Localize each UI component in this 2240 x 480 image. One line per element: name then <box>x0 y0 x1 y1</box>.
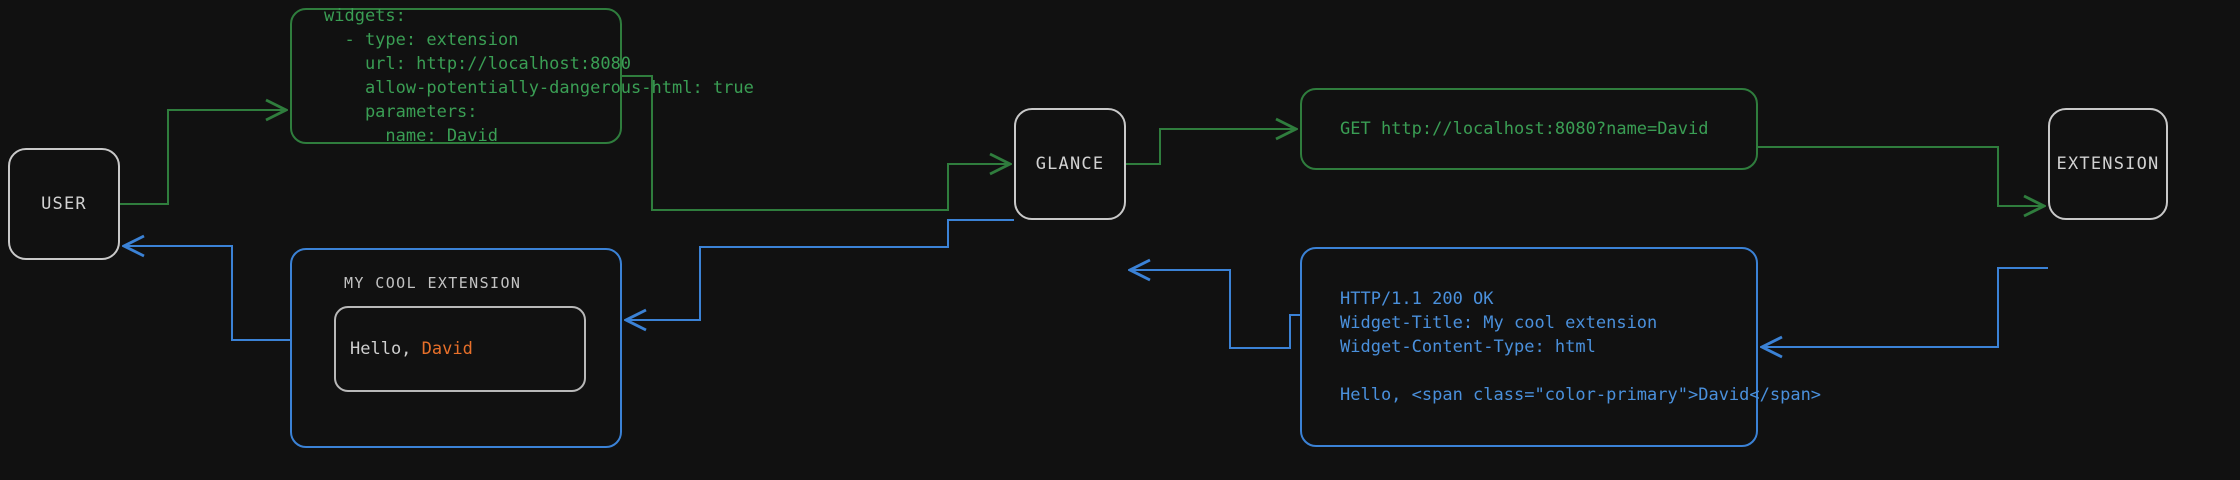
edge-request-to-extension <box>1758 146 2044 206</box>
panel-rendered-widget: MY COOL EXTENSION Hello, David <box>290 248 622 448</box>
edge-glance-to-request <box>1126 129 1296 165</box>
widget-title: MY COOL EXTENSION <box>344 274 522 292</box>
node-user-label: USER <box>41 194 87 214</box>
node-glance-label: GLANCE <box>1035 154 1105 174</box>
edge-extension-to-response <box>1762 267 2048 347</box>
http-request-text: GET http://localhost:8080?name=David <box>1340 119 1709 139</box>
node-glance[interactable]: GLANCE <box>1014 108 1126 220</box>
widget-greeting-name: David <box>421 339 473 359</box>
node-extension-label: EXTENSION <box>2056 154 2160 174</box>
node-user[interactable]: USER <box>8 148 120 260</box>
edge-response-to-glance <box>1130 270 1300 349</box>
edge-widget-to-user <box>124 246 290 341</box>
widget-greeting: Hello, David <box>350 339 473 359</box>
node-extension[interactable]: EXTENSION <box>2048 108 2168 220</box>
edge-user-to-config <box>120 110 286 205</box>
edge-glance-to-widget <box>626 219 1014 320</box>
widget-body: Hello, David <box>334 306 586 392</box>
panel-glance-config: widgets: - type: extension url: http://l… <box>290 6 754 146</box>
widget-greeting-prefix: Hello, <box>350 339 422 359</box>
config-yaml-text: widgets: - type: extension url: http://l… <box>324 6 754 146</box>
http-response-text: HTTP/1.1 200 OK Widget-Title: My cool ex… <box>1340 289 1822 405</box>
panel-http-response: HTTP/1.1 200 OK Widget-Title: My cool ex… <box>1300 247 1822 447</box>
panel-http-request: GET http://localhost:8080?name=David <box>1300 88 1758 170</box>
